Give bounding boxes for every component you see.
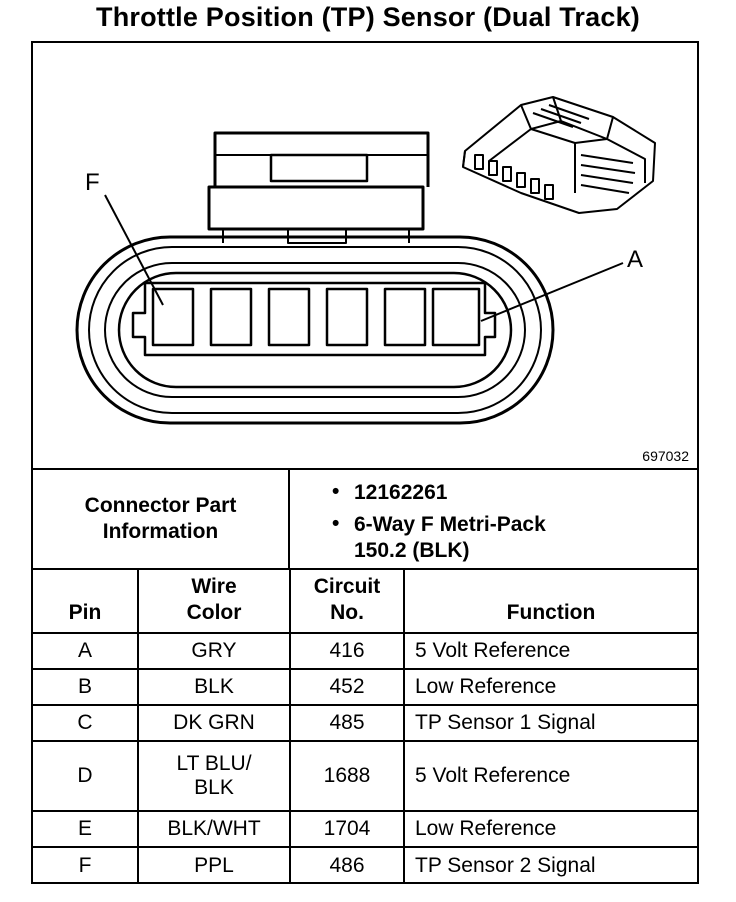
latch-window	[269, 153, 369, 183]
pin-label-f: F	[85, 169, 100, 196]
leader-line-a	[480, 262, 624, 322]
bullet-icon: •	[332, 480, 340, 503]
table-row: C DK GRN 485 TP Sensor 1 Signal	[33, 704, 697, 742]
cavity-a	[431, 287, 481, 347]
table-row: D LT BLU/BLK 1688 5 Volt Reference	[33, 740, 697, 812]
cell-circuit: 1688	[289, 740, 405, 812]
part-info-heading: Connector Part Information	[33, 470, 290, 568]
cell-pin: A	[33, 632, 139, 670]
part-info-list: • 12162261 • 6-Way F Metri-Pack 150.2 (B…	[290, 470, 697, 568]
cell-wire-color: DK GRN	[137, 704, 291, 742]
connector-part-info: Connector Part Information • 12162261 • …	[33, 468, 697, 568]
cell-wire-color: GRY	[137, 632, 291, 670]
cell-wire-color: LT BLU/BLK	[137, 740, 291, 812]
cell-function: Low Reference	[403, 810, 697, 848]
cell-circuit: 1704	[289, 810, 405, 848]
figure-id: 697032	[642, 448, 689, 464]
cavity-f	[151, 287, 195, 347]
table-row: F PPL 486 TP Sensor 2 Signal	[33, 846, 697, 883]
part-number: 12162261	[354, 481, 448, 504]
cell-wire-color: BLK/WHT	[137, 810, 291, 848]
cell-pin: C	[33, 704, 139, 742]
header-function: Function	[403, 568, 697, 634]
page-title: Throttle Position (TP) Sensor (Dual Trac…	[96, 2, 640, 32]
iso-connector	[462, 96, 656, 214]
cell-wire-color: BLK	[137, 668, 291, 706]
pin-label-a: A	[627, 246, 644, 273]
cell-function: TP Sensor 1 Signal	[403, 704, 697, 742]
table-row: E BLK/WHT 1704 Low Reference	[33, 810, 697, 848]
cavity-strip	[131, 281, 497, 357]
cell-circuit: 416	[289, 632, 405, 670]
cavity-e	[209, 287, 253, 347]
cell-function: 5 Volt Reference	[403, 632, 697, 670]
cavity-b	[383, 287, 427, 347]
connector-figure: F A 697032	[33, 43, 697, 468]
bullet-icon: •	[332, 512, 340, 535]
cell-circuit: 486	[289, 846, 405, 883]
table-row: B BLK 452 Low Reference	[33, 668, 697, 706]
cell-pin: E	[33, 810, 139, 848]
cavity-d	[267, 287, 311, 347]
cell-pin: D	[33, 740, 139, 812]
header-pin: Pin	[33, 568, 139, 634]
inner-shell	[117, 271, 513, 389]
connector-sheet: F A 697032 Connector Part Information • …	[31, 41, 699, 884]
part-info-heading-line2: Information	[102, 520, 219, 543]
connector-drawing	[75, 96, 656, 425]
cell-wire-color: PPL	[137, 846, 291, 883]
leader-line-f	[104, 194, 164, 306]
cell-pin: F	[33, 846, 139, 883]
latch-housing	[213, 131, 430, 187]
cell-function: TP Sensor 2 Signal	[403, 846, 697, 883]
cell-function: 5 Volt Reference	[403, 740, 697, 812]
part-description-line1: 6-Way F Metri-Pack	[354, 513, 546, 536]
cell-circuit: 452	[289, 668, 405, 706]
cavity-c	[325, 287, 369, 347]
cell-pin: B	[33, 668, 139, 706]
part-info-heading-line1: Connector Part	[84, 494, 237, 517]
outer-shell	[75, 235, 555, 425]
cell-circuit: 485	[289, 704, 405, 742]
cell-function: Low Reference	[403, 668, 697, 706]
part-description-line2: 150.2 (BLK)	[354, 539, 470, 562]
table-row: A GRY 416 5 Volt Reference	[33, 632, 697, 670]
